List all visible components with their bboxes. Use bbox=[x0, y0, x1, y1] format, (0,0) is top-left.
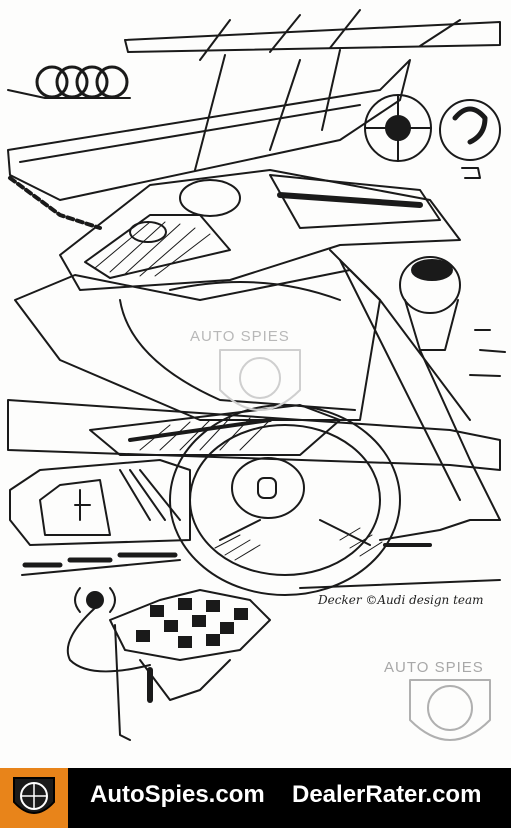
signature: Decker ©Audi design team bbox=[318, 593, 484, 607]
gauge-two bbox=[439, 99, 501, 161]
footer-site-dealerrater[interactable]: DealerRater.com bbox=[292, 781, 482, 808]
center-watermark-emblem bbox=[219, 349, 301, 411]
steering-wheel bbox=[169, 404, 401, 596]
antenna-dot bbox=[86, 591, 104, 609]
sketch-image: AUTO SPIES AUTO SPIES Decker ©Audi desig… bbox=[7, 9, 506, 741]
wheel-hub bbox=[231, 457, 305, 519]
watermark-corner: AUTO SPIES bbox=[384, 659, 484, 676]
top-beam bbox=[124, 21, 501, 53]
corner-watermark-emblem bbox=[409, 679, 491, 741]
watermark-center: AUTO SPIES bbox=[190, 328, 290, 345]
sketch-drawing bbox=[7, 9, 506, 741]
lower-dash bbox=[7, 399, 501, 471]
gear-knob bbox=[399, 256, 461, 314]
footer-bar: AutoSpies.com DealerRater.com bbox=[0, 768, 511, 828]
globe-car-emblem-icon bbox=[0, 768, 68, 828]
dash-wing bbox=[7, 59, 411, 201]
checkered-flag bbox=[109, 589, 271, 741]
rings-logo bbox=[35, 65, 129, 99]
hatching-left bbox=[94, 221, 211, 277]
quattro-lettering bbox=[22, 552, 178, 568]
instrument-cluster bbox=[9, 459, 191, 546]
mid-body bbox=[14, 269, 381, 421]
footer-site-autospies[interactable]: AutoSpies.com bbox=[90, 781, 265, 808]
